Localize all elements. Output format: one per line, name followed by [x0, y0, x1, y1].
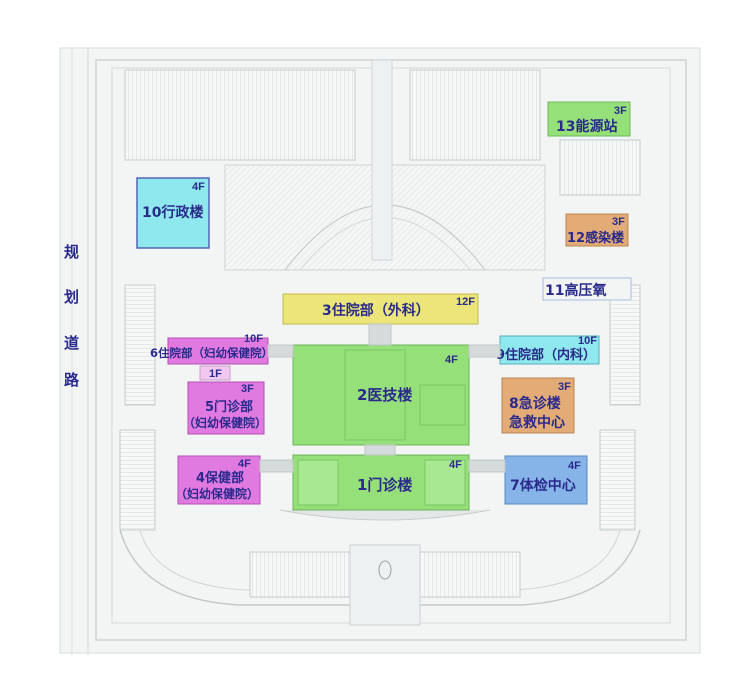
- building-4-label-line1: 4保健部: [196, 470, 244, 486]
- building-10-floors: 4F: [192, 181, 205, 193]
- building-6-floors: 10F: [244, 333, 263, 345]
- building-12-floors: 3F: [612, 216, 625, 228]
- building-12-label: 12感染楼: [567, 230, 624, 246]
- building-7-floors: 4F: [568, 460, 581, 472]
- building-5-outpatient-maternal[interactable]: [187, 381, 265, 435]
- building-13-floors: 3F: [614, 105, 627, 117]
- parking-lot-east: [559, 139, 641, 196]
- parking-lot-north-east: [409, 69, 541, 161]
- building-9-inpatient-internal[interactable]: [499, 335, 600, 365]
- building-10-admin[interactable]: [136, 177, 210, 249]
- building-3-label: 3住院部（外科）: [322, 302, 430, 319]
- building-4-healthcare-maternal[interactable]: [177, 455, 261, 505]
- building-3-floors: 12F: [456, 296, 475, 308]
- road-label-char-3: 道: [64, 334, 79, 352]
- building-8-label-line1: 8急诊楼: [509, 395, 561, 412]
- road-label-char-2: 划: [64, 288, 79, 306]
- building-4-label-line2: （妇幼保健院）: [175, 486, 259, 501]
- building-11-hyperbaric[interactable]: [542, 277, 632, 301]
- building-9-floors: 10F: [578, 335, 597, 347]
- building-2-medical-tech[interactable]: [292, 344, 470, 446]
- road-label-char-1: 规: [64, 243, 79, 261]
- building-7-physical-exam[interactable]: [504, 455, 588, 505]
- building-5-label-line2: （妇幼保健院）: [183, 415, 267, 430]
- building-13-label: 13能源站: [556, 118, 617, 135]
- building-2-floors: 4F: [445, 354, 458, 366]
- building-8-label-line2: 急救中心: [509, 414, 565, 431]
- building-4-floors: 4F: [238, 458, 251, 470]
- building-6-inpatient-maternal[interactable]: [167, 337, 269, 365]
- building-8-floors: 3F: [558, 381, 571, 393]
- building-1-floors: 4F: [449, 459, 462, 471]
- building-9-label: 9住院部（内科）: [496, 347, 596, 363]
- connector-1f-label: 1F: [209, 368, 222, 380]
- building-6-label: 6住院部（妇幼保健院）: [150, 346, 273, 360]
- building-10-label: 10行政楼: [142, 204, 203, 221]
- building-1-label: 1门诊楼: [357, 476, 412, 494]
- building-2-label: 2医技楼: [357, 386, 412, 404]
- building-13-energy-station[interactable]: [547, 101, 631, 137]
- building-5-floors: 3F: [241, 383, 254, 395]
- parking-lot-north-west: [124, 69, 356, 161]
- building-11-label: 11高压氧: [545, 282, 606, 299]
- building-7-label: 7体检中心: [510, 477, 576, 494]
- building-12-infection[interactable]: [565, 213, 629, 247]
- building-5-label-line1: 5门诊部: [205, 399, 253, 415]
- road-label-char-4: 路: [64, 371, 80, 389]
- building-8-emergency[interactable]: [501, 377, 575, 434]
